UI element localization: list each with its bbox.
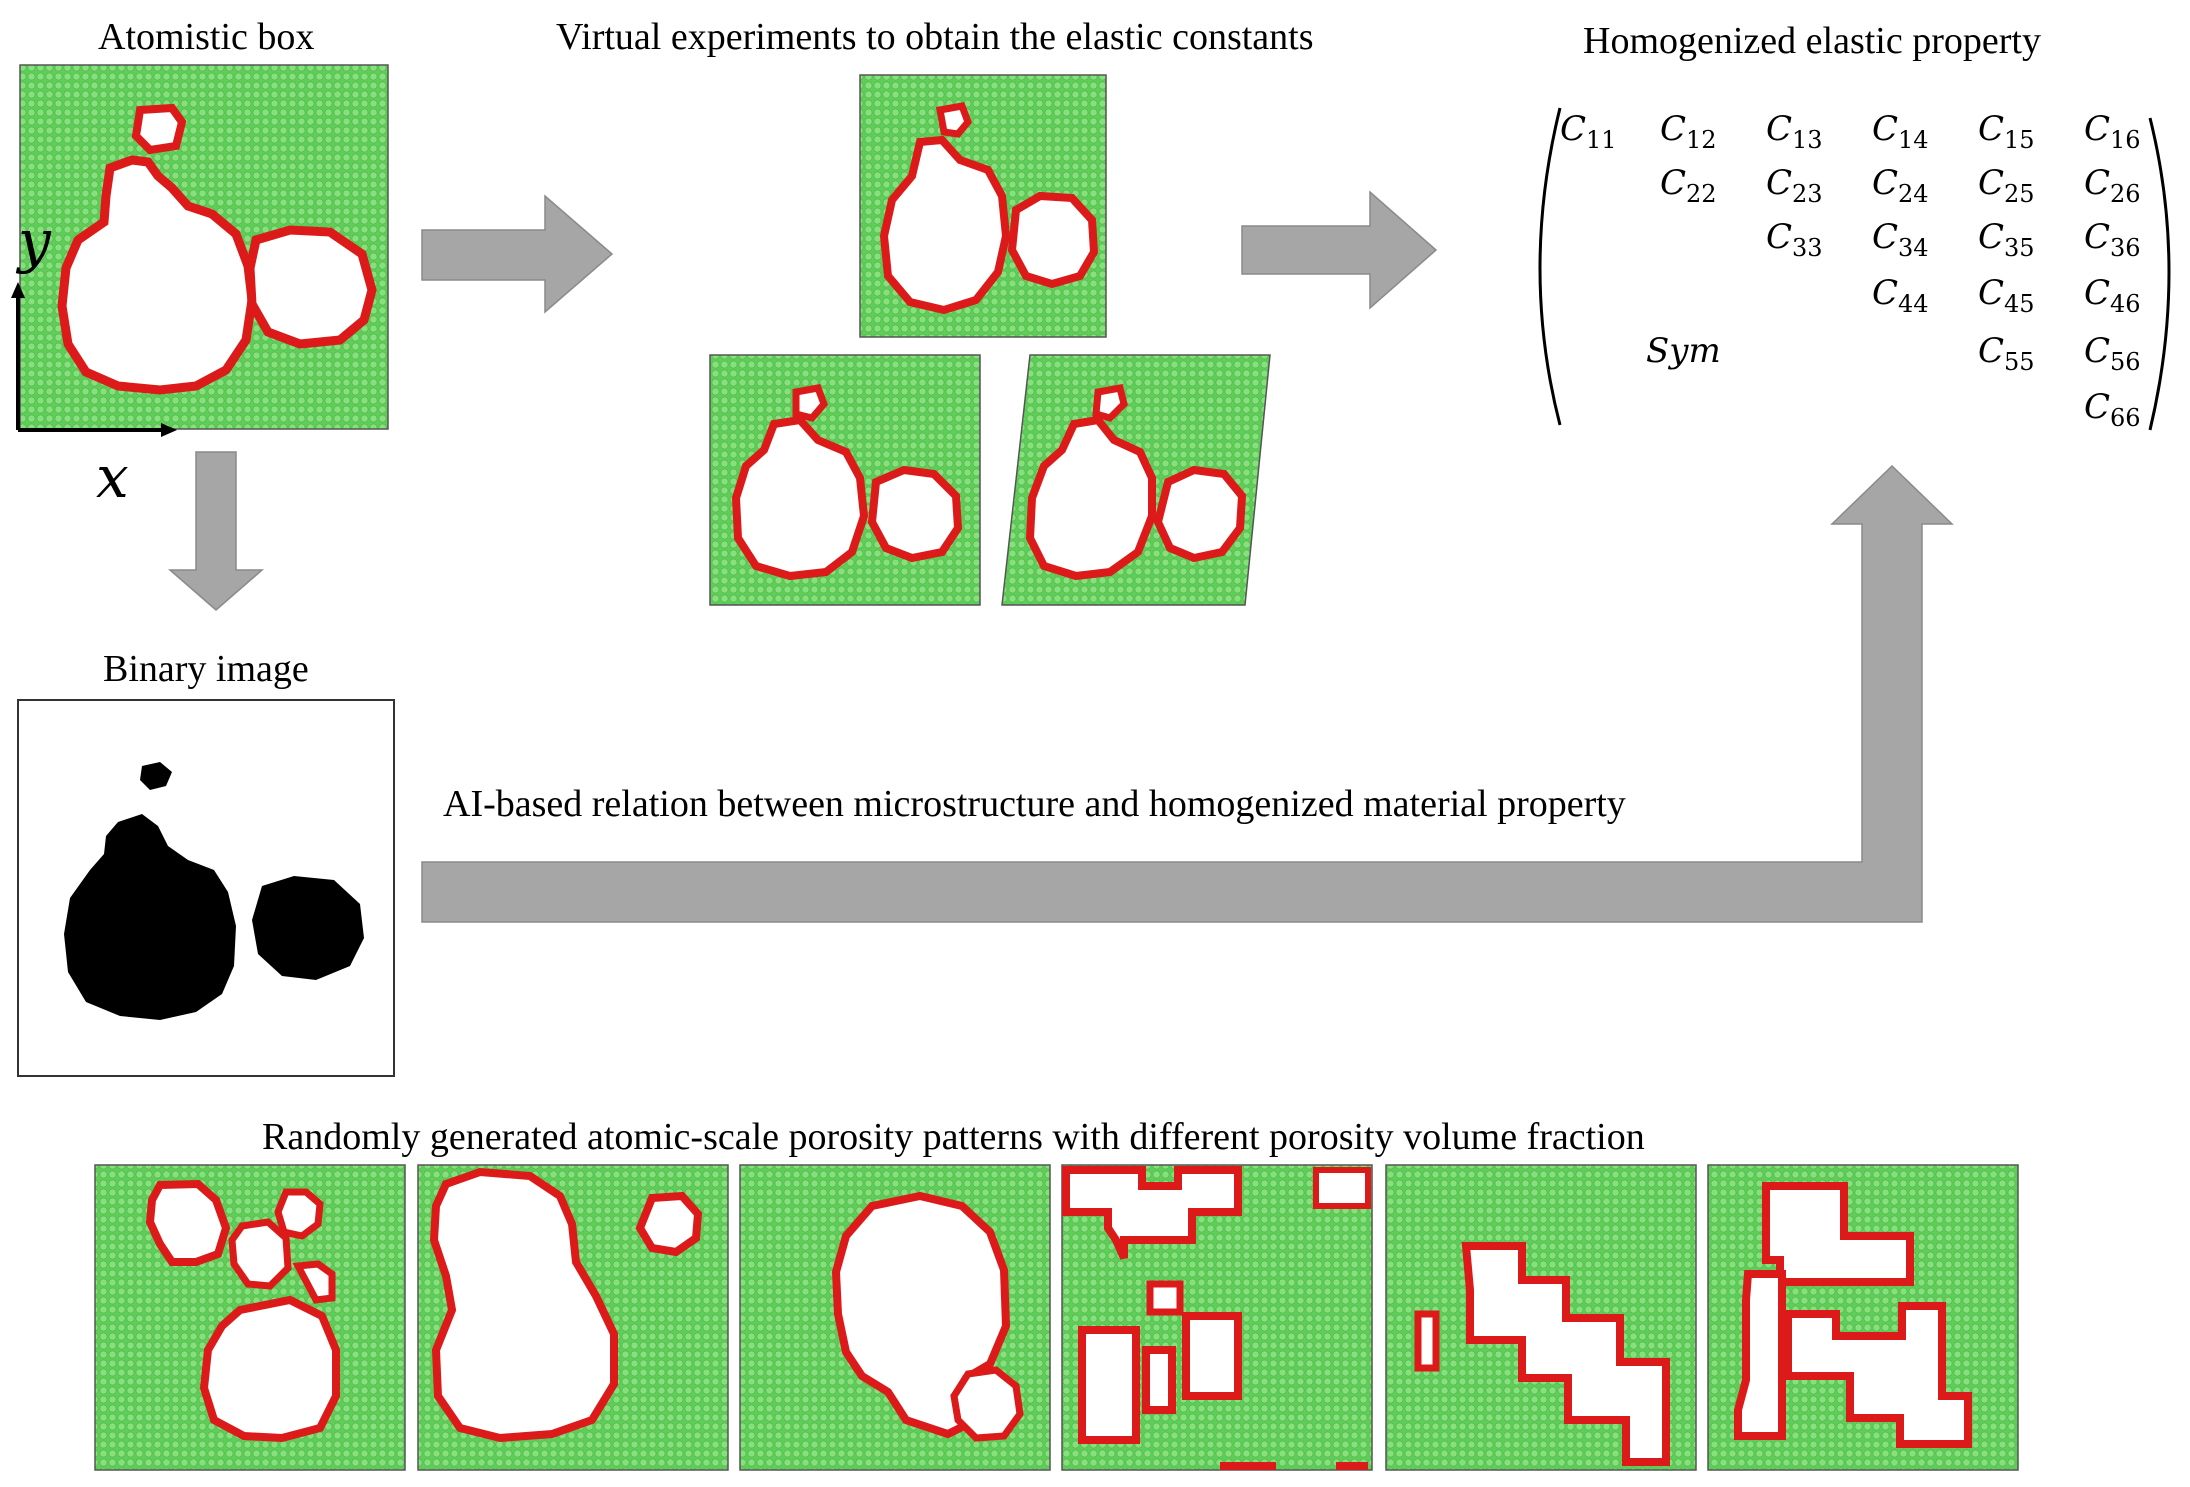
matrix-cell: C24 bbox=[1872, 163, 1929, 208]
matrix-symmetric-label: Sym bbox=[1646, 331, 1721, 371]
matrix-cell: C25 bbox=[1978, 163, 2035, 208]
binary-image-title: Binary image bbox=[103, 648, 309, 690]
matrix-cell: C11 bbox=[1560, 109, 1617, 154]
pattern-4 bbox=[1061, 1164, 1373, 1471]
y-axis-label: y bbox=[18, 207, 51, 275]
pattern-5 bbox=[1385, 1164, 1697, 1471]
experiment-box-left bbox=[709, 354, 981, 606]
matrix-cell: C16 bbox=[2084, 109, 2141, 154]
binary-image-panel bbox=[17, 699, 395, 1077]
matrix-cell: C23 bbox=[1766, 163, 1823, 208]
arrow-to-experiments bbox=[421, 194, 614, 314]
matrix-cell: C55 bbox=[1978, 331, 2035, 376]
matrix-right-paren bbox=[2148, 117, 2171, 431]
matrix-cell: C46 bbox=[2084, 273, 2141, 318]
experiment-box-sheared bbox=[1001, 354, 1271, 606]
x-axis-label: x bbox=[96, 443, 129, 511]
matrix-cell: C36 bbox=[2084, 217, 2141, 262]
matrix-cell: C45 bbox=[1978, 273, 2035, 318]
pattern-1 bbox=[94, 1164, 406, 1471]
matrix-cell: C14 bbox=[1872, 109, 1929, 154]
matrix-cell: C22 bbox=[1660, 163, 1717, 208]
matrix-cell: C34 bbox=[1872, 217, 1929, 262]
atomistic-box-panel bbox=[11, 64, 389, 437]
virtual-experiments-title: Virtual experiments to obtain the elasti… bbox=[556, 16, 1314, 58]
matrix-left-paren bbox=[1538, 107, 1562, 426]
arrow-ai-relation bbox=[421, 464, 1954, 923]
experiment-box-top bbox=[859, 74, 1107, 338]
matrix-cell: C12 bbox=[1660, 109, 1717, 154]
matrix-cell: C13 bbox=[1766, 109, 1823, 154]
atomistic-box-title: Atomistic box bbox=[98, 16, 315, 58]
matrix-cell: C33 bbox=[1766, 217, 1823, 262]
matrix-cell: C35 bbox=[1978, 217, 2035, 262]
arrow-to-property bbox=[1241, 190, 1438, 310]
matrix-cell: C44 bbox=[1872, 273, 1929, 318]
pattern-3 bbox=[739, 1164, 1051, 1471]
pattern-6 bbox=[1707, 1164, 2019, 1471]
matrix-cell: C26 bbox=[2084, 163, 2141, 208]
ai-relation-label: AI-based relation between microstructure… bbox=[443, 783, 1626, 825]
matrix-cell: C56 bbox=[2084, 331, 2141, 376]
arrow-to-binary bbox=[167, 451, 265, 611]
random-patterns-title: Randomly generated atomic-scale porosity… bbox=[262, 1116, 1645, 1158]
matrix-cell: C66 bbox=[2084, 387, 2141, 432]
homogenized-property-title: Homogenized elastic property bbox=[1583, 20, 2041, 62]
matrix-cell: C15 bbox=[1978, 109, 2035, 154]
pattern-2 bbox=[417, 1164, 729, 1471]
